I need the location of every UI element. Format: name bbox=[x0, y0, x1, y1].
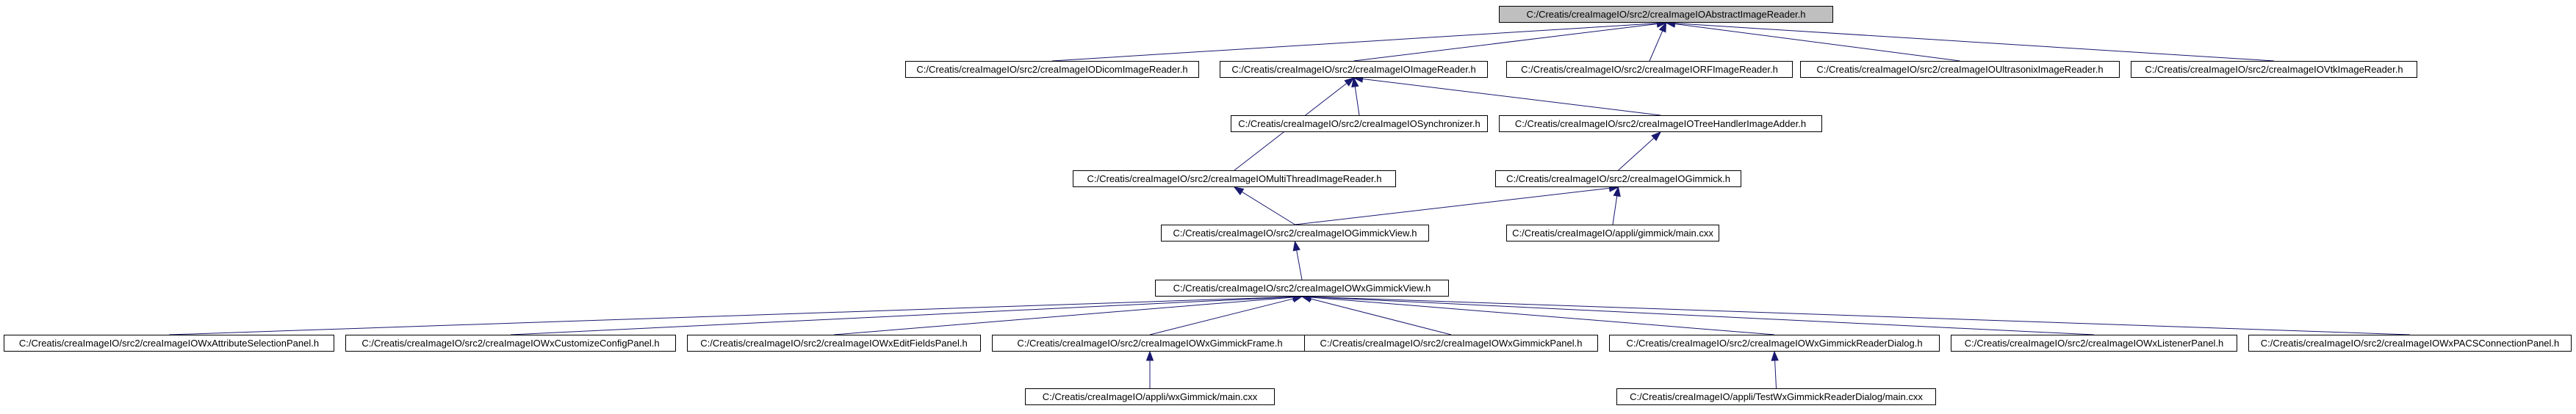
edge-dicom-to-abstract bbox=[1051, 19, 1667, 62]
edge-appmain-to-gimmick bbox=[1612, 186, 1621, 225]
node-imagereader[interactable]: C:/Creatis/creaImageIO/src2/creaImageIOI… bbox=[1220, 61, 1488, 78]
node-rf[interactable]: C:/Creatis/creaImageIO/src2/creaImageIOR… bbox=[1506, 61, 1793, 78]
arrowhead bbox=[1658, 21, 1667, 33]
arrowhead bbox=[1292, 240, 1300, 252]
arrowhead bbox=[1145, 350, 1154, 361]
node-wxmain[interactable]: C:/Creatis/creaImageIO/appli/wxGimmick/m… bbox=[1025, 388, 1275, 405]
arrowhead bbox=[1613, 186, 1621, 197]
edge-synchronizer-to-imagereader bbox=[1351, 76, 1360, 116]
node-readerdialog[interactable]: C:/Creatis/creaImageIO/src2/creaImageIOW… bbox=[1609, 335, 1940, 352]
arrowhead bbox=[1771, 350, 1779, 361]
edge-attrpanel-to-wxgimmickview bbox=[168, 293, 1303, 335]
edge-gimmickview-to-gimmick bbox=[1295, 184, 1619, 225]
edge-testmain-to-readerdialog bbox=[1771, 350, 1779, 389]
node-gimmickview[interactable]: C:/Creatis/creaImageIO/src2/creaImageIOG… bbox=[1161, 225, 1429, 242]
node-vtk[interactable]: C:/Creatis/creaImageIO/src2/creaImageIOV… bbox=[2131, 61, 2417, 78]
node-custompanel[interactable]: C:/Creatis/creaImageIO/src2/creaImageIOW… bbox=[345, 335, 676, 352]
node-gimmick[interactable]: C:/Creatis/creaImageIO/src2/creaImageIOG… bbox=[1495, 170, 1741, 187]
node-editpanel[interactable]: C:/Creatis/creaImageIO/src2/creaImageIOW… bbox=[687, 335, 981, 352]
edge-ultrasonix-to-abstract bbox=[1665, 20, 1960, 62]
edge-treehandler-to-imagereader bbox=[1353, 75, 1661, 116]
edge-wxpanel-to-wxgimmickview bbox=[1300, 295, 1452, 335]
edge-pacs-to-wxgimmickview bbox=[1300, 293, 2411, 335]
arrowhead bbox=[1233, 186, 1245, 196]
node-wxframe[interactable]: C:/Creatis/creaImageIO/src2/creaImageIOW… bbox=[992, 335, 1308, 352]
node-ultrasonix[interactable]: C:/Creatis/creaImageIO/src2/creaImageIOU… bbox=[1800, 61, 2120, 78]
edge-wxmain-to-wxframe bbox=[1145, 350, 1154, 388]
edge-wxgimmickview-to-gimmickview bbox=[1292, 240, 1303, 280]
edge-imagereader-to-abstract bbox=[1353, 20, 1667, 62]
edge-vtk-to-abstract bbox=[1665, 19, 2275, 62]
node-synchronizer[interactable]: C:/Creatis/creaImageIO/src2/creaImageIOS… bbox=[1231, 115, 1488, 132]
node-abstract[interactable]: C:/Creatis/creaImageIO/src2/creaImageIOA… bbox=[1499, 6, 1833, 23]
arrowhead bbox=[1351, 76, 1359, 88]
node-listener[interactable]: C:/Creatis/creaImageIO/src2/creaImageIOW… bbox=[1951, 335, 2237, 352]
edge-gimmickview-to-multithread bbox=[1233, 186, 1295, 225]
node-wxgimmickview[interactable]: C:/Creatis/creaImageIO/src2/creaImageIOW… bbox=[1155, 280, 1449, 297]
arrowhead bbox=[1651, 131, 1662, 142]
node-dicom[interactable]: C:/Creatis/creaImageIO/src2/creaImageIOD… bbox=[905, 61, 1199, 78]
node-attrpanel[interactable]: C:/Creatis/creaImageIO/src2/creaImageIOW… bbox=[4, 335, 334, 352]
node-multithread[interactable]: C:/Creatis/creaImageIO/src2/creaImageIOM… bbox=[1073, 170, 1396, 187]
edge-rf-to-abstract bbox=[1649, 21, 1667, 62]
node-pacs[interactable]: C:/Creatis/creaImageIO/src2/creaImageIOW… bbox=[2248, 335, 2572, 352]
node-treehandler[interactable]: C:/Creatis/creaImageIO/src2/creaImageIOT… bbox=[1499, 115, 1822, 132]
arrowhead bbox=[1344, 77, 1355, 87]
edge-wxframe-to-wxgimmickview bbox=[1149, 294, 1303, 335]
node-appmain[interactable]: C:/Creatis/creaImageIO/appli/gimmick/mai… bbox=[1506, 225, 1719, 242]
edge-gimmick-to-treehandler bbox=[1618, 131, 1662, 171]
node-wxpanel[interactable]: C:/Creatis/creaImageIO/src2/creaImageIOW… bbox=[1304, 335, 1598, 352]
node-testmain[interactable]: C:/Creatis/creaImageIO/appli/TestWxGimmi… bbox=[1616, 388, 1936, 405]
